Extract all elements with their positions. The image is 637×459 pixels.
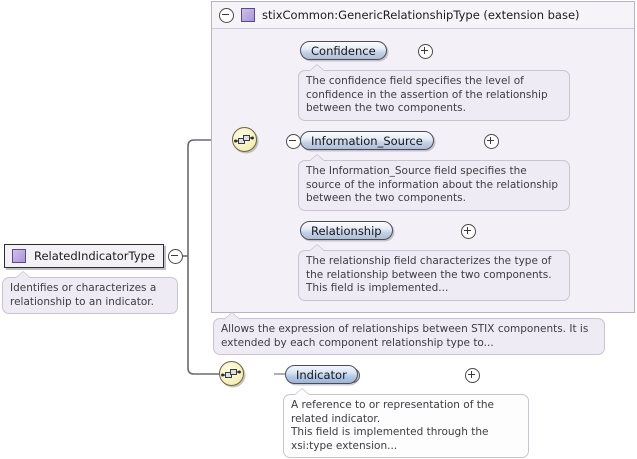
element-confidence-label: Confidence xyxy=(311,43,376,58)
element-confidence-annotation: The confidence field specifies the level… xyxy=(298,70,570,121)
base-compositor-minus-toggle-icon[interactable] xyxy=(285,134,301,149)
element-confidence-plus-toggle-icon[interactable] xyxy=(418,44,433,59)
sequence-icon xyxy=(234,135,254,144)
root-type-box[interactable]: RelatedIndicatorType xyxy=(4,244,164,268)
complex-type-icon xyxy=(241,8,255,22)
element-information-source-annotation: The Information_Source field specifies t… xyxy=(298,160,570,211)
element-relationship[interactable]: Relationship xyxy=(300,221,393,240)
element-indicator-label: Indicator xyxy=(296,367,347,382)
minus-toggle-icon[interactable] xyxy=(219,7,234,23)
sequence-compositor-extension[interactable] xyxy=(219,361,244,386)
root-type-label: RelatedIndicatorType xyxy=(34,249,155,263)
element-confidence[interactable]: Confidence xyxy=(300,41,387,60)
element-indicator-annotation: A reference to or representation of the … xyxy=(283,394,529,458)
sequence-icon xyxy=(221,369,241,378)
element-relationship-plus-toggle-icon[interactable] xyxy=(461,224,476,239)
element-information-source[interactable]: Information_Source xyxy=(300,131,434,150)
element-indicator-plus-toggle-icon[interactable] xyxy=(465,368,480,383)
extension-base-annotation: Allows the expression of relationships b… xyxy=(213,318,605,355)
complex-type-icon xyxy=(12,249,26,263)
element-relationship-label: Relationship xyxy=(311,223,382,238)
element-indicator-annotation-wrap: A reference to or representation of the … xyxy=(283,388,529,458)
element-relationship-annotation: The relationship field characterizes the… xyxy=(298,250,570,301)
root-type-minus-toggle-icon[interactable] xyxy=(168,249,183,264)
element-indicator[interactable]: Indicator xyxy=(285,365,358,384)
root-type-annotation-wrap: Identifies or characterizes a relationsh… xyxy=(2,271,178,314)
element-information-source-label: Information_Source xyxy=(311,133,423,148)
root-type-annotation: Identifies or characterizes a relationsh… xyxy=(2,277,178,314)
element-confidence-annotation-wrap: The confidence field specifies the level… xyxy=(298,64,570,121)
element-relationship-annotation-wrap: The relationship field characterizes the… xyxy=(298,244,570,301)
extension-base-header: stixCommon:GenericRelationshipType (exte… xyxy=(212,2,634,29)
extension-base-title: stixCommon:GenericRelationshipType (exte… xyxy=(262,8,580,22)
element-information-source-annotation-wrap: The Information_Source field specifies t… xyxy=(298,154,570,211)
extension-base-annotation-wrap: Allows the expression of relationships b… xyxy=(213,312,605,355)
element-information-source-plus-toggle-icon[interactable] xyxy=(483,134,499,149)
sequence-compositor-base[interactable] xyxy=(232,127,257,152)
